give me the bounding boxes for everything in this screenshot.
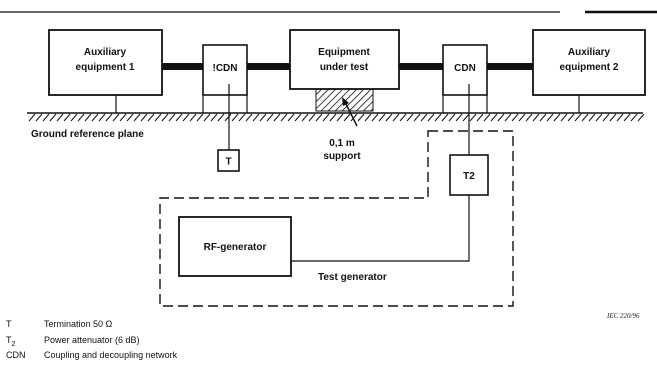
attenuator-label: T2 [463,171,475,182]
legend-row-attenuator: T2 Power attenuator (6 dB) [6,335,177,351]
aux2-label-line1: Auxiliary [568,47,611,58]
aux-equipment-1-box [48,29,163,96]
cdn-left-box [202,44,248,96]
legend-symbol-text: T [6,334,12,345]
legend-symbol-text: CDN [6,350,26,360]
rf-generator-label: RF-generator [204,242,267,253]
cdn-left-label: !CDN [213,63,238,74]
test-generator-enclosure [159,130,514,307]
aux-equipment-2-box [532,29,646,96]
cable-eut-cdn [399,63,443,70]
cable-aux1-cdn [162,63,203,70]
legend: T Termination 50 Ω T2 Power attenuator (… [6,319,177,366]
support-label-line2: support [323,151,361,162]
ground-plane-label: Ground reference plane [31,129,144,140]
legend-symbol-text: T [6,319,12,329]
legend-symbol: T2 [6,334,44,348]
eut-box [289,29,400,90]
cable-cdn-aux2 [487,63,533,70]
legend-symbol-subscript: 2 [11,340,16,348]
legend-row-termination: T Termination 50 Ω [6,319,177,335]
aux1-label-line1: Auxiliary [84,47,127,58]
cable-cdn-eut [247,63,290,70]
iec-reference-label: IEC 220/96 [606,312,640,320]
legend-symbol: CDN [6,350,44,360]
termination-label: T [225,157,231,168]
test-generator-label: Test generator [318,272,387,283]
legend-description: Termination 50 Ω [44,319,113,329]
legend-description: Coupling and decoupling network [44,350,178,360]
support-label-line1: 0,1 m [329,138,355,149]
termination-box [217,149,240,172]
ground-reference-plane [27,112,645,122]
eut-label-line2: under test [320,62,369,73]
cdn-right-box [442,44,488,96]
cdn-right-label: CDN [454,63,476,74]
support-pointer [342,97,358,127]
legend-description: Power attenuator (6 dB) [44,334,140,345]
legend-symbol: T [6,319,44,329]
aux1-label-line2: equipment 1 [76,62,135,73]
aux2-label-line2: equipment 2 [560,62,619,73]
rf-generator-box [178,216,292,277]
rf-to-attenuator-cable [291,195,470,262]
eut-label-line1: Equipment [318,47,370,58]
attenuator-box [449,154,489,196]
legend-row-cdn: CDN Coupling and decoupling network [6,350,177,366]
